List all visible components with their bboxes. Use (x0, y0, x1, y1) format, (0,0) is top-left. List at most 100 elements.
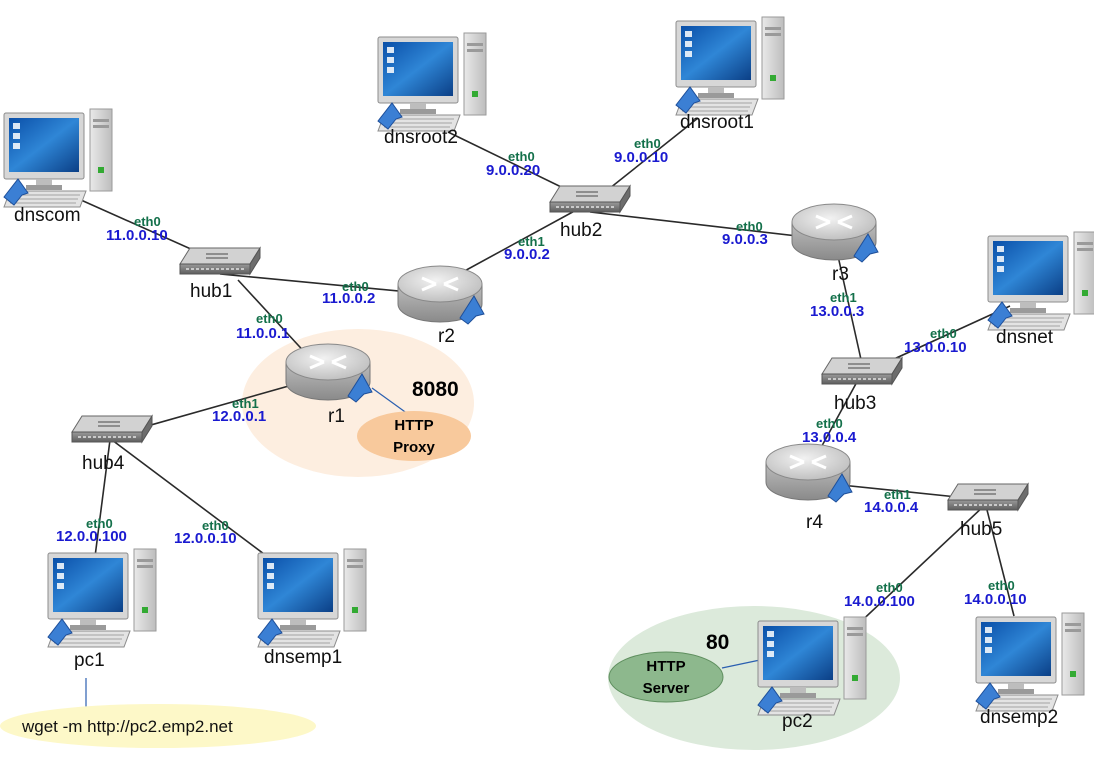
ip-label: 9.0.0.10 (614, 149, 668, 166)
iface-label: eth0 (876, 580, 903, 595)
command-annotation: wget -m http://pc2.emp2.net (0, 704, 316, 748)
iface-label: eth0 (634, 136, 661, 151)
ip-label: 11.0.0.2 (322, 290, 375, 307)
node-label-hub4: hub4 (82, 453, 125, 474)
computer-icon (47, 548, 157, 648)
ip-label: 9.0.0.20 (486, 162, 540, 179)
device-r3[interactable]: r3 (790, 202, 880, 285)
computer-icon (3, 108, 113, 208)
server-port: 80 (706, 631, 729, 654)
http-server-annotation: 80 HTTP Server (608, 631, 729, 703)
device-r2[interactable]: r2 (396, 264, 486, 347)
server-badge (608, 651, 724, 703)
hub-icon (71, 415, 153, 443)
iface-label: eth0 (988, 578, 1015, 593)
command-text: wget -m http://pc2.emp2.net (21, 717, 233, 736)
iface-label: eth0 (508, 149, 535, 164)
hub-icon (821, 357, 903, 385)
device-hub2[interactable]: hub2 (549, 185, 631, 241)
device-hub5[interactable]: hub5 (947, 483, 1029, 540)
link-hub1-r1 (237, 279, 311, 359)
link-server-pc2 (721, 659, 761, 669)
ip-label: 9.0.0.2 (504, 246, 550, 263)
node-label-r2: r2 (438, 326, 455, 347)
ip-label: 13.0.0.4 (802, 429, 857, 446)
device-pc1[interactable]: pc1 (47, 548, 157, 671)
device-dnsemp2[interactable]: dnsemp2 (975, 612, 1085, 728)
ip-label: 9.0.0.3 (722, 231, 768, 248)
ip-label: 13.0.0.10 (904, 339, 967, 356)
device-pc2[interactable]: pc2 (757, 616, 867, 732)
node-label-dnsnet: dnsnet (996, 327, 1054, 348)
ip-label: 12.0.0.10 (174, 530, 237, 547)
device-r1[interactable]: r1 (284, 342, 374, 427)
device-hub1[interactable]: hub1 (179, 247, 261, 302)
node-label-hub5: hub5 (960, 519, 1002, 540)
ip-label: 11.0.0.1 (236, 325, 289, 342)
ip-label: 14.0.0.100 (844, 593, 915, 610)
ip-label: 11.0.0.10 (106, 227, 168, 244)
ip-label: 14.0.0.10 (964, 591, 1027, 608)
iface-label: eth1 (884, 487, 911, 502)
link-hub1-r2 (219, 273, 431, 295)
router-icon (396, 264, 486, 326)
node-label-pc1: pc1 (74, 650, 105, 671)
link-hub5-dnsemp2 (985, 505, 1015, 617)
hub-icon (549, 185, 631, 213)
node-label-r1: r1 (328, 406, 345, 427)
iface-label: eth0 (134, 214, 161, 229)
node-label-hub1: hub1 (190, 281, 232, 302)
node-label-dnsemp1: dnsemp1 (264, 647, 342, 668)
link-r2-hub2 (447, 207, 581, 281)
proxy-port: 8080 (412, 378, 459, 401)
node-label-dnsroot2: dnsroot2 (384, 127, 458, 148)
router-icon (284, 342, 374, 404)
computer-icon (987, 231, 1094, 331)
link-hub5-pc2 (853, 503, 987, 629)
computer-icon (377, 32, 487, 132)
iface-label: eth0 (342, 279, 369, 294)
device-dnsroot1[interactable]: dnsroot1 (675, 16, 785, 133)
link-dnsroot1-hub2 (599, 117, 699, 197)
link-r3-hub3 (837, 255, 863, 365)
server-label-line2: Server (643, 680, 690, 697)
device-dnsroot2[interactable]: dnsroot2 (377, 32, 487, 148)
ip-label: 14.0.0.4 (864, 499, 919, 516)
computer-icon (675, 16, 785, 116)
iface-label: eth0 (256, 311, 283, 326)
hub-icon (179, 247, 261, 275)
node-label-hub2: hub2 (560, 220, 602, 241)
hub-icon (947, 483, 1029, 511)
proxy-label-line1: HTTP (394, 417, 433, 434)
iface-label: eth0 (930, 326, 957, 341)
device-hub3[interactable]: hub3 (821, 357, 903, 414)
proxy-label-line2: Proxy (393, 439, 435, 456)
node-label-dnsroot1: dnsroot1 (680, 112, 754, 133)
node-label-dnscom: dnscom (14, 205, 81, 226)
device-dnscom[interactable]: dnscom (3, 108, 113, 226)
iface-label: eth0 (202, 518, 229, 533)
iface-label: eth0 (736, 219, 763, 234)
computer-icon (257, 548, 367, 648)
ip-label: 12.0.0.100 (56, 528, 127, 545)
proxy-badge (357, 411, 471, 461)
device-dnsemp1[interactable]: dnsemp1 (257, 548, 367, 668)
ip-label: 13.0.0.3 (810, 303, 864, 320)
device-dnsnet[interactable]: dnsnet (987, 231, 1094, 348)
node-label-hub3: hub3 (834, 393, 876, 414)
interface-labels: eth0 11.0.0.10 eth0 11.0.0.2 eth0 11.0.0… (56, 136, 1027, 610)
ip-label: 12.0.0.1 (212, 408, 266, 425)
iface-label: eth1 (232, 396, 259, 411)
command-bubble (0, 704, 316, 748)
device-r4[interactable]: r4 (764, 442, 854, 533)
node-label-dnsemp2: dnsemp2 (980, 707, 1058, 728)
link-r1-proxy (371, 387, 409, 415)
node-label-pc2: pc2 (782, 711, 813, 732)
http-proxy-annotation: 8080 HTTP Proxy (357, 378, 471, 461)
router-icon (790, 202, 880, 264)
node-label-r4: r4 (806, 512, 823, 533)
computer-icon (975, 612, 1085, 712)
device-hub4[interactable]: hub4 (71, 415, 153, 474)
iface-label: eth1 (518, 234, 545, 249)
